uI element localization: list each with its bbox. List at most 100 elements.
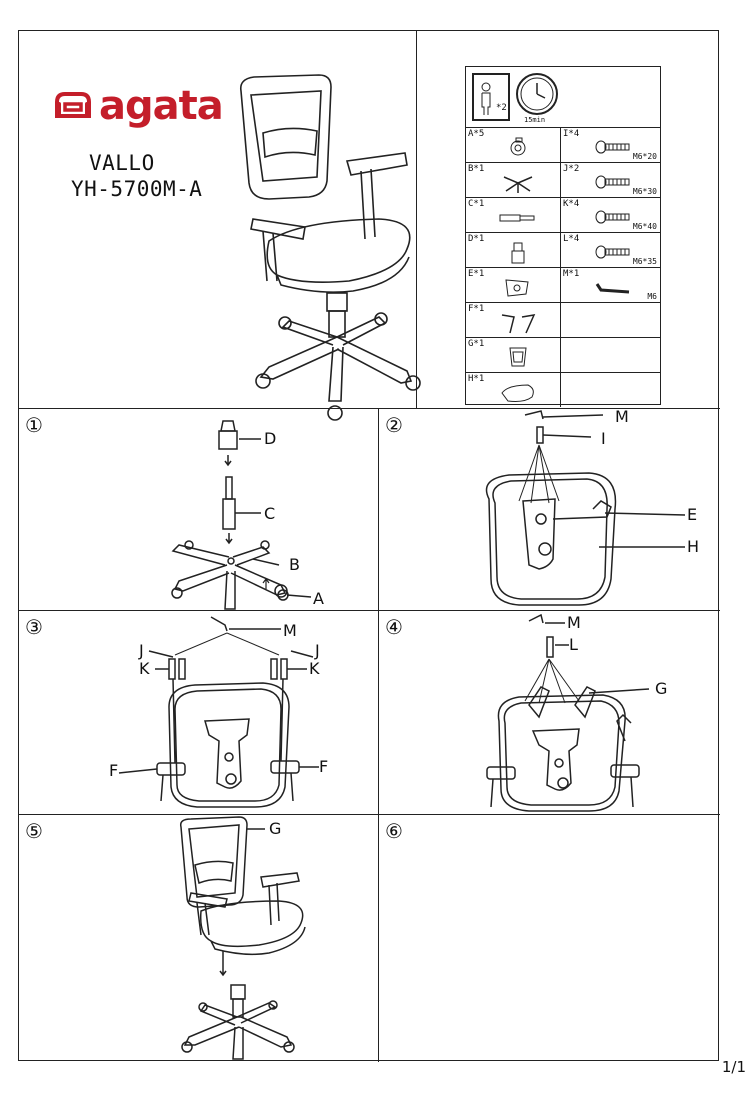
- brand-logo: agata: [53, 83, 224, 129]
- model-name: VALLO: [89, 151, 155, 175]
- step-3-illustration: [118, 616, 319, 808]
- caster-icon: [510, 137, 526, 156]
- step-4-panel: ④ M L G: [379, 611, 720, 815]
- instruction-sheet: agata VALLO YH-5700M-A: [18, 30, 720, 1062]
- step-number: ④: [385, 615, 403, 639]
- step-6-panel: ⑥: [379, 815, 720, 1062]
- part-label: D*1: [468, 234, 485, 244]
- seat-icon: [501, 384, 534, 402]
- step-1-illustration: [171, 420, 312, 610]
- callout-g: G: [269, 819, 282, 838]
- callout-j-left: J: [139, 641, 144, 660]
- assembly-time: 15min: [524, 116, 546, 124]
- step-4-illustration: [486, 613, 650, 812]
- callout-m: M: [283, 621, 297, 640]
- callout-m: M: [567, 613, 581, 632]
- part-label: H*1: [468, 374, 485, 384]
- clock-icon: [516, 73, 558, 115]
- part-label: F*1: [468, 304, 485, 314]
- parts-row: F*1: [466, 302, 660, 337]
- part-cell-right: [560, 303, 659, 337]
- part-cell-left: B*1: [466, 163, 560, 197]
- bolt-icon: [595, 210, 630, 224]
- part-cell-right: [560, 338, 659, 372]
- part-size: M6*30: [632, 187, 657, 196]
- step-number: ③: [25, 615, 43, 639]
- step-5-panel: ⑤: [19, 815, 379, 1062]
- part-label: A*5: [468, 129, 485, 139]
- part-cell-left: E*1: [466, 268, 560, 302]
- step-5-illustration: [179, 816, 306, 1060]
- step-1-panel: ① D C: [19, 409, 379, 611]
- person-icon: [472, 73, 510, 121]
- step-number: ⑤: [25, 819, 43, 843]
- callout-k-right: K: [309, 659, 320, 678]
- part-label: L*4: [563, 234, 580, 244]
- part-cell-left: H*1: [466, 373, 560, 407]
- sofa-logo-icon: [55, 92, 91, 118]
- parts-row: H*1: [466, 372, 660, 407]
- callout-m: M: [615, 407, 629, 426]
- allen-key-icon: [595, 283, 630, 294]
- persons-count: *2: [496, 103, 507, 113]
- part-label: C*1: [468, 199, 485, 209]
- step-3-panel: ③ M J J K K F F: [19, 611, 379, 815]
- parts-row: G*1: [466, 337, 660, 372]
- part-label: K*4: [563, 199, 580, 209]
- step-number: ⑥: [385, 819, 403, 843]
- callout-i: I: [601, 429, 606, 448]
- brand-name: agata: [99, 83, 224, 129]
- part-label: G*1: [468, 339, 485, 349]
- callout-b: B: [289, 555, 300, 574]
- part-size: M6*20: [632, 152, 657, 161]
- part-cell-left: A*5: [466, 128, 560, 162]
- callout-c: C: [264, 504, 276, 523]
- part-size: M6*35: [632, 257, 657, 266]
- page-number: 1/1: [721, 1058, 746, 1076]
- header-panel: agata VALLO YH-5700M-A: [19, 31, 421, 421]
- part-label: J*2: [563, 164, 580, 174]
- chair-illustration: [239, 74, 421, 421]
- bolt-icon: [595, 140, 630, 154]
- callout-g: G: [655, 679, 668, 698]
- callout-j-right: J: [315, 641, 320, 660]
- callout-e: E: [687, 505, 698, 524]
- part-cell-right: [560, 373, 659, 407]
- callout-l: L: [569, 635, 578, 654]
- bolt-icon: [595, 175, 630, 189]
- part-cell-left: D*1: [466, 233, 560, 267]
- part-label: B*1: [468, 164, 485, 174]
- callout-f-right: F: [319, 757, 329, 776]
- callout-d: D: [264, 429, 277, 448]
- gas-cover-icon: [511, 242, 525, 264]
- part-cell-left: G*1: [466, 338, 560, 372]
- armrests-icon: [501, 314, 536, 334]
- callout-k-left: K: [139, 659, 150, 678]
- step-number: ①: [25, 413, 43, 437]
- callout-h: H: [687, 537, 700, 556]
- callout-a: A: [313, 589, 324, 608]
- step-number: ②: [385, 413, 403, 437]
- bolt-icon: [595, 245, 630, 259]
- mechanism-icon: [505, 279, 529, 297]
- step-2-panel: ② M I E H: [379, 407, 720, 611]
- part-size: M6*40: [632, 222, 657, 231]
- part-label: E*1: [468, 269, 485, 279]
- part-cell-left: C*1: [466, 198, 560, 232]
- backrest-icon: [509, 347, 527, 367]
- part-label: M*1: [563, 269, 580, 279]
- model-code: YH-5700M-A: [71, 177, 203, 201]
- star-base-icon: [503, 176, 533, 193]
